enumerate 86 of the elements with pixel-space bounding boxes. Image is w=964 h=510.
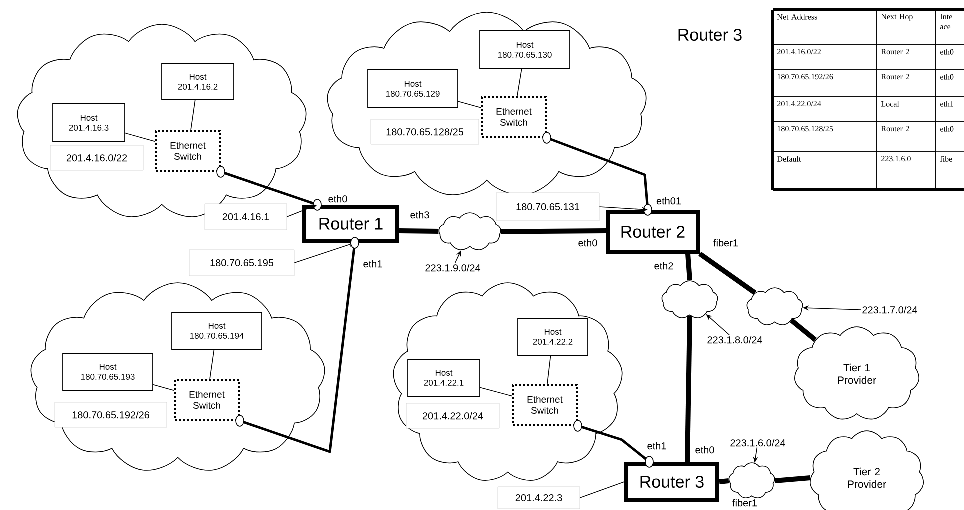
port-label: fiber1 bbox=[714, 239, 738, 247]
cable-line bbox=[686, 254, 692, 281]
host-box: Host 201.4.16.3 bbox=[52, 104, 126, 142]
host-box: Host 201.4.16.2 bbox=[162, 64, 234, 100]
link-cloud bbox=[728, 462, 776, 498]
table-cell: eth1 bbox=[936, 96, 964, 122]
address-label: 180.70.65.195 bbox=[189, 250, 295, 276]
host-box: Host 201.4.22.1 bbox=[408, 359, 480, 397]
address-label: 201.4.16.1 bbox=[204, 204, 288, 230]
subnet-label: 180.70.65.128/25 bbox=[370, 119, 480, 145]
network-cloud bbox=[30, 282, 326, 471]
network-label: 223.1.9.0/24 bbox=[424, 263, 482, 273]
port-label: eth0 bbox=[328, 195, 348, 203]
table-cell: Inte ace bbox=[936, 8, 964, 46]
table-cell: Local bbox=[876, 96, 936, 122]
cable-line bbox=[719, 478, 730, 484]
table-cell: eth0 bbox=[936, 122, 964, 152]
port-label: eth3 bbox=[410, 211, 430, 219]
table-cell: Router 2 bbox=[876, 70, 936, 98]
port-label: eth1 bbox=[648, 442, 666, 450]
switch-box: Ethernet Switch bbox=[512, 384, 578, 426]
host-box: Host 180.70.65.130 bbox=[480, 30, 570, 70]
subnet-label: 180.70.65.192/26 bbox=[54, 402, 168, 428]
cable-line bbox=[790, 318, 818, 342]
table-cell: Router 2 bbox=[876, 44, 936, 70]
cable-line bbox=[216, 166, 322, 211]
provider-cloud: Tier 2 Provider bbox=[810, 430, 924, 510]
table-title: Router 3 bbox=[678, 28, 742, 42]
link-line bbox=[517, 69, 522, 96]
link-line bbox=[458, 101, 482, 108]
port-label: eth2 bbox=[654, 262, 674, 270]
link-line bbox=[210, 350, 215, 380]
table-cell: 180.70.65.192/26 bbox=[772, 70, 878, 98]
port-label: fiber1 bbox=[732, 499, 758, 507]
host-box: Host 180.70.65.129 bbox=[368, 70, 458, 108]
switch-box: Ethernet Switch bbox=[174, 379, 240, 421]
address-label: 180.70.65.131 bbox=[496, 192, 600, 222]
link-line bbox=[125, 132, 156, 142]
table-cell: eth0 bbox=[936, 44, 964, 70]
host-box: Host 180.70.65.193 bbox=[62, 353, 154, 391]
link-cloud bbox=[746, 288, 804, 326]
network-label: 223.1.6.0/24 bbox=[729, 438, 787, 448]
host-box: Host 180.70.65.194 bbox=[172, 312, 262, 350]
subnet-label: 201.4.16.0/22 bbox=[50, 145, 144, 171]
table-cell: Router 2 bbox=[876, 122, 936, 152]
table-cell: Next Hop bbox=[876, 8, 936, 46]
table-cell: 180.70.65.128/25 bbox=[772, 122, 878, 152]
link-cloud bbox=[438, 212, 502, 250]
cable-line bbox=[501, 228, 606, 234]
switch-box: Ethernet Switch bbox=[155, 130, 221, 172]
link-cloud bbox=[662, 280, 718, 318]
cable-line bbox=[774, 476, 811, 484]
router-box: Router 1 bbox=[302, 205, 400, 243]
cable-line bbox=[399, 228, 439, 234]
network-label: 223.1.7.0/24 bbox=[861, 305, 919, 315]
port-label: eth1 bbox=[364, 260, 382, 268]
port-label: eth01 bbox=[656, 197, 682, 205]
table-cell: 201.4.22.0/24 bbox=[772, 96, 878, 122]
port-label: eth0 bbox=[578, 239, 598, 247]
switch-box: Ethernet Switch bbox=[481, 96, 547, 138]
cable-line bbox=[685, 316, 692, 462]
network-cloud bbox=[327, 12, 647, 196]
table-cell: 223.1.6.0 bbox=[876, 152, 936, 192]
table-cell: fibe bbox=[936, 152, 964, 192]
provider-cloud: Tier 1 Provider bbox=[794, 326, 920, 420]
link-line bbox=[480, 387, 512, 397]
table-cell: eth0 bbox=[936, 70, 964, 98]
host-box: Host 201.4.22.2 bbox=[518, 318, 588, 356]
port-label: eth0 bbox=[696, 446, 714, 454]
table-cell: Net Address bbox=[772, 8, 878, 46]
network-label: 223.1.8.0/24 bbox=[706, 335, 764, 345]
address-label: 201.4.22.3 bbox=[498, 486, 580, 510]
cable-line bbox=[574, 420, 654, 468]
link-line bbox=[153, 384, 174, 392]
router-box: Router 2 bbox=[606, 210, 700, 254]
table-cell: Default bbox=[772, 152, 878, 192]
cable-line bbox=[542, 132, 652, 216]
link-line bbox=[190, 100, 196, 130]
cable-line bbox=[698, 252, 757, 296]
network-cloud bbox=[393, 282, 623, 481]
router-box: Router 3 bbox=[624, 462, 720, 502]
link-line bbox=[580, 482, 625, 498]
table-cell: 201.4.16.0/22 bbox=[772, 44, 878, 70]
cable-line bbox=[236, 237, 360, 454]
subnet-label: 201.4.22.0/24 bbox=[406, 403, 500, 429]
link-line bbox=[547, 356, 552, 384]
